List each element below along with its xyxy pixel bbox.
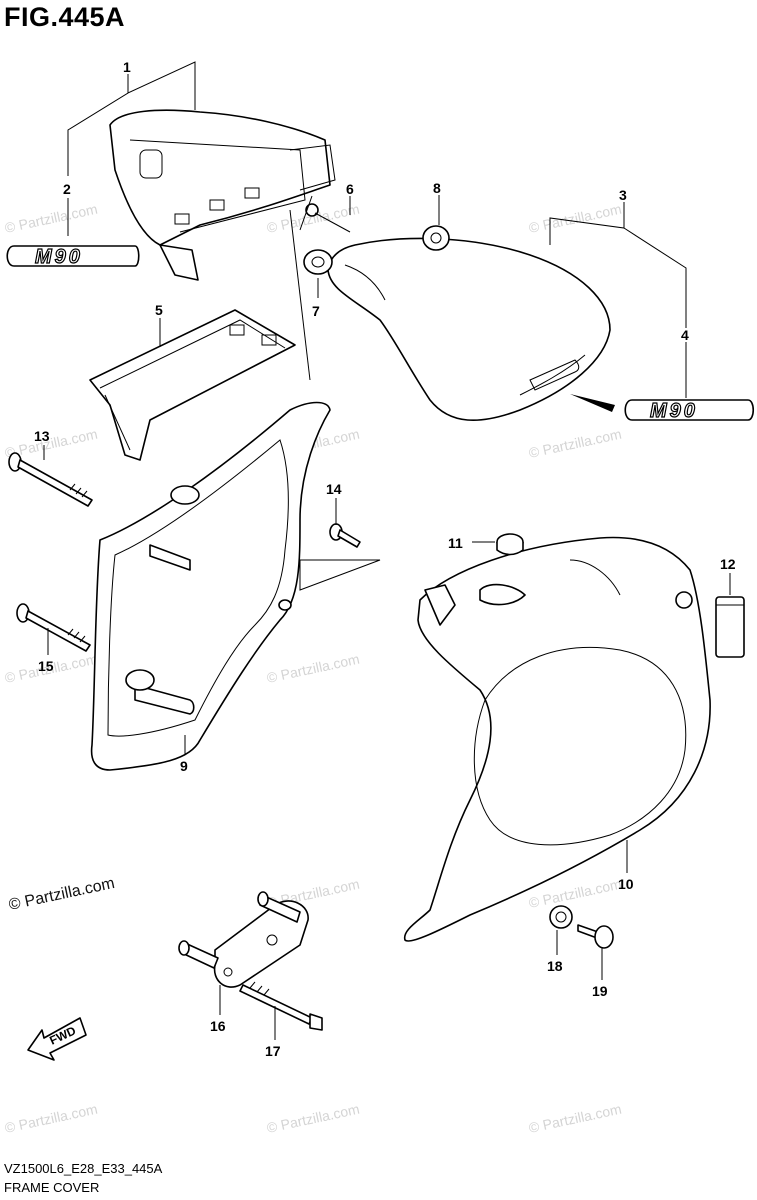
part-14-bolt: [329, 523, 361, 548]
part-13-bolt: [8, 452, 93, 507]
callout-11: 11: [448, 535, 463, 551]
watermark: © Partzilla.com: [527, 201, 623, 236]
part-10-side-cover-right: [404, 536, 711, 942]
callout-13: 13: [34, 428, 50, 444]
callout-9: 9: [180, 758, 188, 774]
part-7-grommet: [303, 249, 333, 275]
watermark: © Partzilla.com: [265, 1101, 361, 1136]
emblem-text: M90: [650, 400, 698, 422]
part-18-grommet: [549, 905, 573, 929]
callout-14: 14: [326, 481, 342, 497]
callout-15: 15: [38, 658, 54, 674]
fwd-arrow-icon: FWD: [27, 1017, 87, 1061]
part-4-emblem-right: M90: [570, 394, 755, 423]
figure-title: FIG.445A: [4, 2, 126, 32]
figure-code: VZ1500L6_E28_E33_445A: [4, 1161, 163, 1176]
watermark: © Partzilla.com: [265, 651, 361, 686]
part-5-bracket: [89, 309, 296, 461]
callout-7: 7: [312, 303, 320, 319]
callout-10: 10: [618, 876, 634, 892]
callout-16: 16: [210, 1018, 226, 1034]
callout-6: 6: [346, 181, 354, 197]
part-12-pad: [715, 596, 745, 658]
watermark: © Partzilla.com: [527, 426, 623, 461]
part-17-bolt: [239, 981, 323, 1031]
figure-name: FRAME COVER: [4, 1180, 100, 1195]
callout-1: 1: [123, 59, 131, 75]
part-9-frame-cover-lower: [90, 401, 331, 771]
emblem-text: M90: [35, 246, 83, 268]
callout-5: 5: [155, 302, 163, 318]
part-16-bracket: [178, 891, 309, 988]
callout-3: 3: [619, 187, 627, 203]
callout-12: 12: [720, 556, 736, 572]
callout-4: 4: [681, 327, 689, 343]
part-3-side-cover: [327, 237, 611, 422]
watermark: © Partzilla.com: [3, 201, 99, 236]
part-6-screw: [305, 203, 351, 233]
callout-labels: 1 2 3 4 5 6 7 8 9 10 11 12 13 14 15 16 1…: [34, 59, 736, 1059]
callout-2: 2: [63, 181, 71, 197]
callout-18: 18: [547, 958, 563, 974]
watermark-dark: © Partzilla.com: [7, 875, 116, 914]
part-2-emblem-left: M90: [6, 245, 140, 269]
part-15-bolt: [16, 603, 91, 652]
part-8-grommet: [422, 225, 450, 251]
watermark: © Partzilla.com: [527, 1101, 623, 1136]
callout-8: 8: [433, 180, 441, 196]
watermark: © Partzilla.com: [3, 1101, 99, 1136]
callout-19: 19: [592, 983, 608, 999]
part-11-cushion: [496, 533, 524, 556]
part-19-screw: [577, 924, 614, 949]
leader-lines: [43, 61, 731, 1040]
callout-17: 17: [265, 1043, 281, 1059]
part-1-frame-cover-upper: [109, 109, 336, 281]
